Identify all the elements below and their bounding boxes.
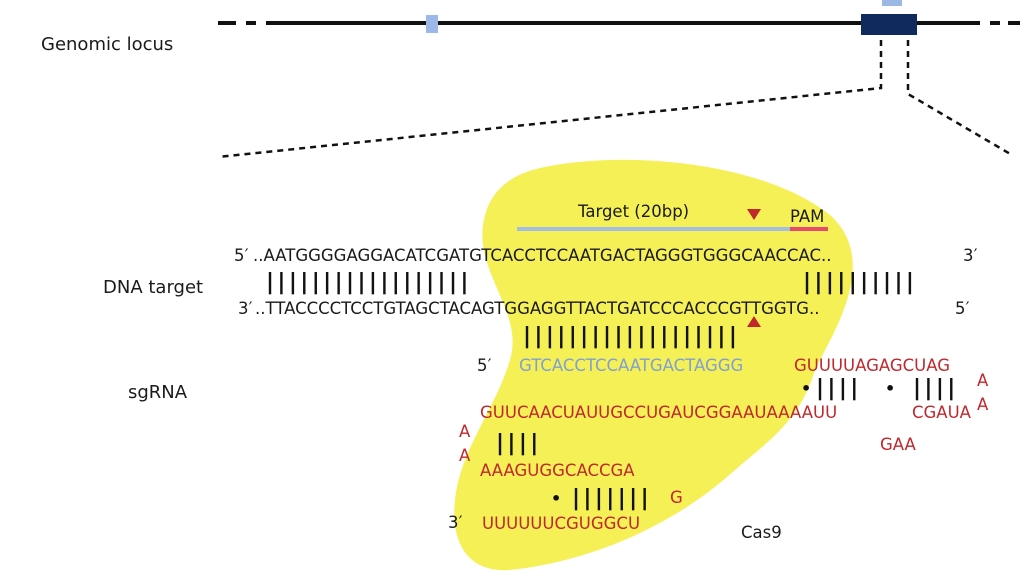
stem1-wobble-dot-2: • — [885, 379, 899, 398]
exon-small-top — [882, 0, 902, 6]
dna-top-5prime: 5′ — [234, 246, 249, 265]
sgrna-loop2-a2: A — [459, 446, 471, 465]
genomic-locus-label: Genomic locus — [41, 34, 174, 55]
dna-bottom-3prime: 3′ — [238, 299, 253, 318]
cas9-label: Cas9 — [741, 523, 782, 542]
dna-bottom-strand: ..TTACCCCTCCTGTAGCTACAGTGGAGGTTACTGATCCC… — [255, 299, 820, 318]
sgrna-row2-right: CGAUA — [912, 403, 971, 422]
sgrna-loop1-a1: A — [977, 371, 989, 390]
dna-bottom-5prime: 5′ — [955, 299, 970, 318]
zoom-lines — [217, 40, 1013, 159]
sgrna-row4: UUUUUUCGUGGCU — [482, 514, 641, 533]
sgrna-spacer: GTCACCTCCAATGACTAGGG — [519, 356, 744, 375]
cut-site-marker-top — [747, 209, 761, 220]
stem1-pairs-b: |||| — [913, 376, 959, 401]
stem1-pairs-a: |||| — [816, 376, 862, 401]
sgrna-label: sgRNA — [128, 382, 188, 403]
sgrna-loop-gaa: GAA — [880, 435, 916, 454]
stem1-wobble-dot: • — [801, 379, 815, 398]
cut-site-marker-bottom — [747, 316, 761, 327]
row3-base-pairs: |||| — [496, 431, 542, 456]
dna-base-pairs-right: |||||||||| — [803, 270, 918, 295]
dna-top-3prime: 3′ — [963, 246, 978, 265]
dna-base-pairs-left: |||||||||||||||||| — [266, 270, 472, 295]
pam-label: PAM — [790, 207, 825, 226]
sgrna-row2-left: GUUCAACUAUUGCCUGAUCGGAAUAAAAUU — [480, 403, 838, 422]
hairpin-wobble-dot: • — [551, 489, 565, 508]
sgrna-row3: AAAGUGGCACCGA — [480, 461, 635, 480]
sgrna-3prime: 3′ — [448, 513, 463, 532]
sgrna-stem1: GUUUUAGAGCUAG — [794, 356, 951, 375]
hairpin-base-pairs: ||||||| — [572, 486, 653, 511]
exon-small — [426, 15, 438, 33]
exon-target — [861, 14, 917, 35]
sgrna-loop1-a2: A — [977, 395, 989, 414]
target-label: Target (20bp) — [578, 202, 690, 221]
sgrna-hairpin-g: G — [670, 488, 683, 507]
cas9-protein-shape — [454, 159, 853, 571]
dna-top-strand: ..AATGGGGAGGACATCGATGTCACCTCCAATGACTAGGG… — [253, 246, 832, 265]
spacer-base-pairs: ||||||||||||||||||| — [523, 324, 741, 349]
sgrna-loop2-a1: A — [459, 422, 471, 441]
sgrna-5prime: 5′ — [477, 356, 492, 375]
dna-target-label: DNA target — [103, 277, 204, 298]
